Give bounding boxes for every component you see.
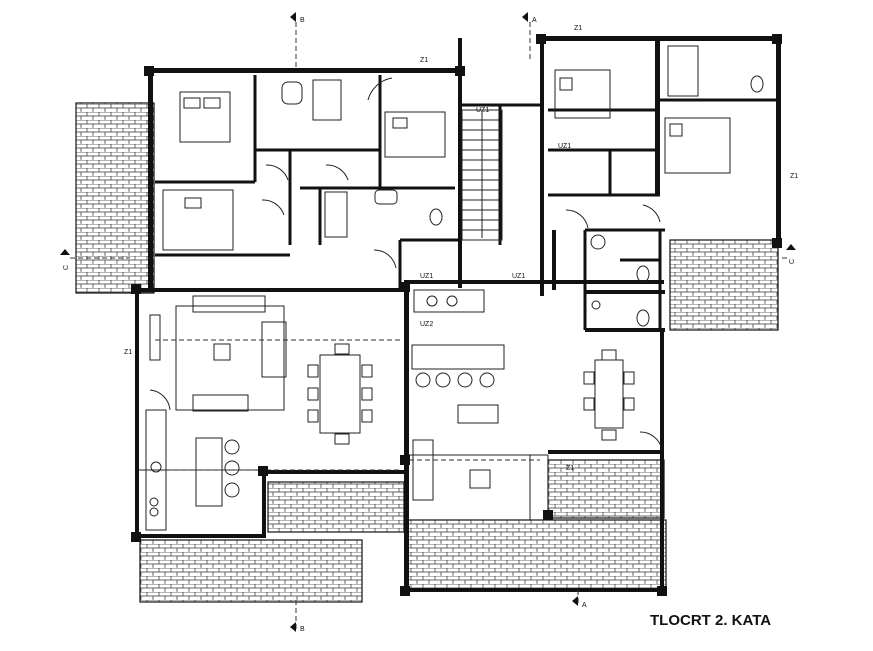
section-a-top-arrow-icon xyxy=(522,12,528,22)
wall-mark-z1: Z1 xyxy=(790,173,798,180)
terrace-bottom-center xyxy=(267,481,405,533)
columns xyxy=(131,34,782,596)
section-c-right-arrow-icon xyxy=(786,244,796,250)
section-c-left-arrow-icon xyxy=(60,249,70,255)
section-a-bottom: A xyxy=(582,602,587,609)
section-c-left: C xyxy=(63,265,70,270)
doors xyxy=(149,77,663,451)
section-marks: B B A A C C xyxy=(60,12,796,633)
wall-mark-z1: Z1 xyxy=(574,25,582,32)
wall-mark-z1: Z1 xyxy=(124,349,132,356)
terraces xyxy=(75,102,779,603)
wall-mark-z1: Z1 xyxy=(420,57,428,64)
terrace-right-lower xyxy=(547,459,665,519)
wall-mark-uz1: UZ1 xyxy=(420,273,433,280)
living-left-furniture xyxy=(145,295,373,531)
section-c-right: C xyxy=(789,259,796,264)
bathroom-fixtures xyxy=(281,45,764,327)
bedroom-furniture xyxy=(162,69,731,251)
terrace-bottom-right xyxy=(407,519,667,591)
section-a-top: A xyxy=(532,17,537,24)
terrace-bottom-left xyxy=(139,539,363,603)
wall-mark-uz2: UZ2 xyxy=(420,321,433,328)
terrace-right-upper xyxy=(669,239,779,331)
terrace-left xyxy=(75,102,155,294)
wall-mark-z1: Z1 xyxy=(566,465,574,472)
wall-mark-uz1: UZ1 xyxy=(512,273,525,280)
wall-mark-uz1: UZ1 xyxy=(476,107,489,114)
section-a-bottom-arrow-icon xyxy=(572,596,578,606)
drawing-title: TLOCRT 2. KATA xyxy=(650,612,771,629)
wall-type-marks: Z1 Z1 Z1 Z1 Z1 UZ1 UZ1 UZ1 UZ1 UZ2 xyxy=(124,25,798,472)
interior-walls xyxy=(139,75,776,520)
section-b-top: B xyxy=(300,17,305,24)
living-right-furniture xyxy=(411,289,635,501)
section-b-bottom: B xyxy=(300,626,305,633)
wall-mark-uz1: UZ1 xyxy=(558,143,571,150)
staircase xyxy=(461,109,503,241)
section-b-top-arrow-icon xyxy=(290,12,296,22)
exterior-walls xyxy=(135,36,781,592)
section-b-bottom-arrow-icon xyxy=(290,622,296,632)
